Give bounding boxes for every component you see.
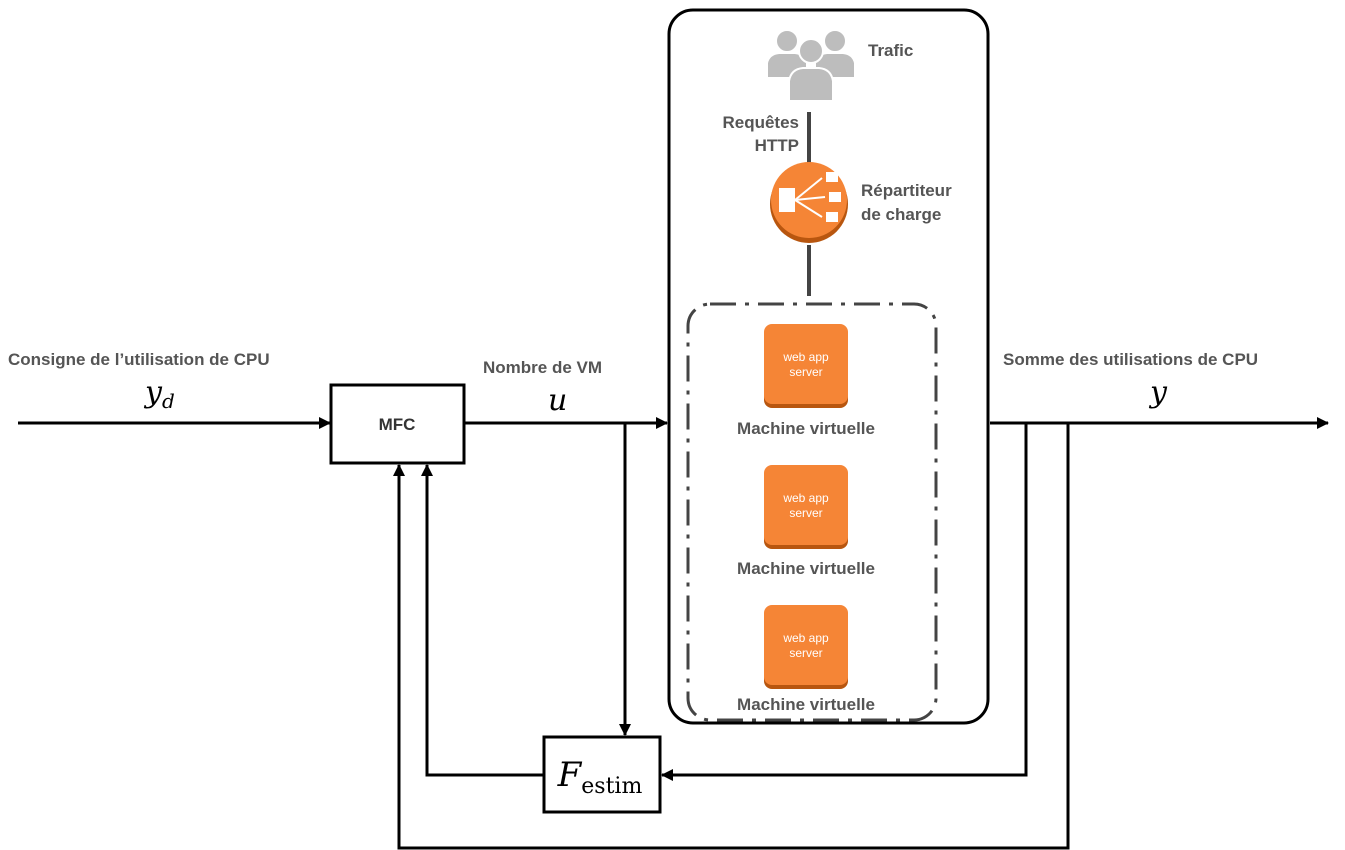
- server-text-2: server: [789, 365, 822, 379]
- svg-text:Festim: Festim: [557, 755, 643, 799]
- balancer-label-1: Répartiteur: [861, 181, 952, 200]
- feedback-to-mfc: [393, 423, 1070, 850]
- mfc-label: MFC: [379, 415, 416, 434]
- http-label-2: HTTP: [755, 136, 799, 155]
- server-icon: web app server: [764, 465, 848, 549]
- server-text-1: web app: [782, 350, 829, 364]
- setpoint-label: Consigne de l’utilisation de CPU: [8, 350, 270, 369]
- vm-caption: Machine virtuelle: [737, 419, 875, 438]
- balancer-label-2: de charge: [861, 205, 941, 224]
- load-balancer-icon: [770, 162, 848, 243]
- vm-group-box: [686, 302, 938, 722]
- estimator-to-mfc: [421, 464, 544, 777]
- vm-count-label: Nombre de VM: [483, 358, 602, 377]
- feedback-to-estimator: [661, 423, 1028, 781]
- vm-count-symbol: u: [548, 383, 567, 418]
- server-text-2: server: [789, 506, 822, 520]
- output-label: Somme des utilisations de CPU: [1003, 350, 1258, 369]
- server-text-1: web app: [782, 491, 829, 505]
- users-icon: [766, 29, 856, 102]
- server-text-2: server: [789, 646, 822, 660]
- cloud-container: [667, 8, 990, 725]
- estimator-symbol: F: [557, 755, 583, 795]
- traffic-label: Trafic: [868, 41, 913, 60]
- estimator-subscript: estim: [581, 774, 642, 799]
- server-text-1: web app: [782, 631, 829, 645]
- server-icon: web app server: [764, 605, 848, 689]
- vm-caption: Machine virtuelle: [737, 695, 875, 714]
- http-label-1: Requêtes: [722, 113, 799, 132]
- vm-caption: Machine virtuelle: [737, 559, 875, 578]
- output-symbol: y: [1148, 375, 1168, 410]
- server-icon: web app server: [764, 324, 848, 408]
- mfc-block: [329, 383, 466, 465]
- setpoint-symbol: y: [143, 375, 163, 410]
- svg-text:yd: yd: [143, 375, 175, 413]
- setpoint-subscript: d: [162, 389, 175, 413]
